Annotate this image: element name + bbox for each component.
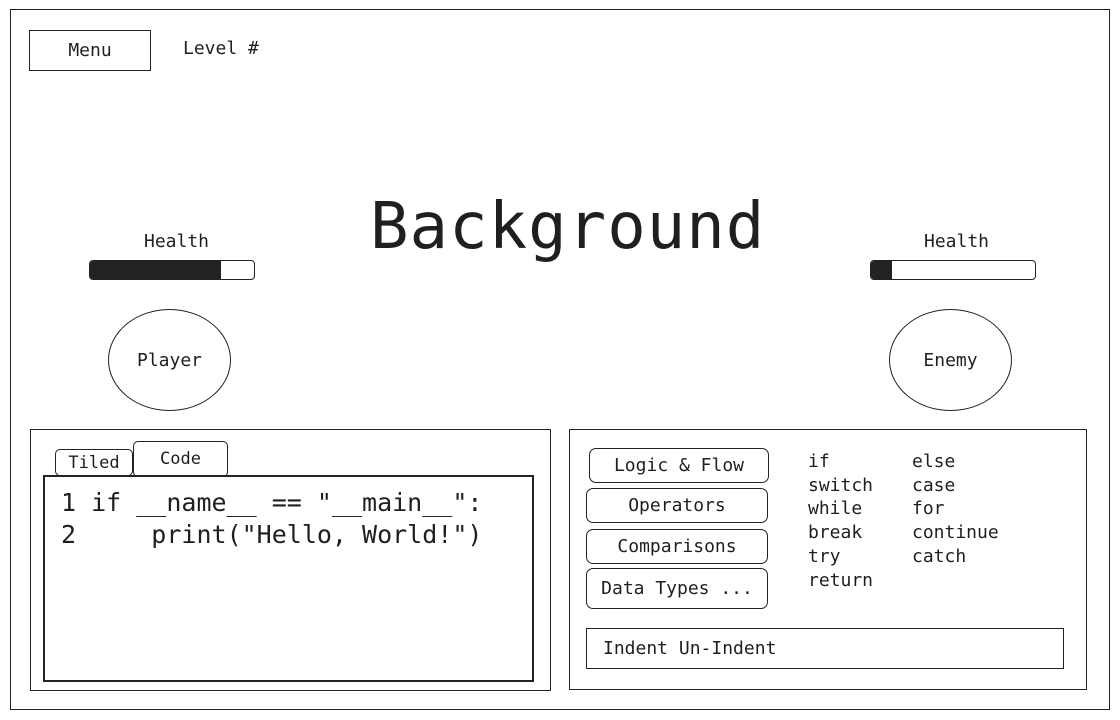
keyword-item[interactable]: for (912, 498, 945, 520)
keyword-item[interactable]: if (808, 451, 830, 472)
code-line: 1 if __name__ == "__main__": (61, 488, 483, 517)
enemy-health-bar (870, 260, 1036, 280)
keyword-item[interactable]: return (808, 569, 874, 591)
category-comparisons-button[interactable]: Comparisons (586, 529, 768, 564)
keyword-item[interactable]: break (808, 522, 863, 544)
indent-toolbar: Indent Un-Indent (586, 628, 1064, 669)
code-line: 2 print("Hello, World!") (61, 520, 483, 549)
tab-code[interactable]: Code (133, 441, 228, 477)
level-indicator: Level # (183, 38, 259, 59)
keyword-item[interactable]: continue (912, 522, 999, 544)
game-window (10, 9, 1110, 710)
code-editor[interactable]: 1 if __name__ == "__main__": 2 print("Hel… (43, 475, 534, 682)
unindent-button[interactable]: Un-Indent (678, 638, 777, 659)
keyword-item[interactable]: while (808, 498, 863, 520)
enemy-character[interactable]: Enemy (889, 309, 1012, 411)
enemy-health-label: Health (924, 231, 990, 252)
keyword-item[interactable]: try (808, 545, 841, 567)
menu-button[interactable]: Menu (29, 30, 151, 71)
enemy-name: Enemy (923, 349, 978, 371)
keyword-item[interactable]: switch (808, 474, 874, 496)
category-operators-button[interactable]: Operators (586, 488, 768, 523)
player-health-fill (90, 261, 222, 279)
category-data-types-button[interactable]: Data Types ... (586, 568, 768, 609)
player-character[interactable]: Player (108, 309, 231, 411)
player-health-label: Health (144, 231, 210, 252)
keyword-column-1: if switch while break try return (808, 450, 873, 592)
enemy-health-fill (871, 261, 893, 279)
keyword-item[interactable]: else (912, 451, 956, 472)
background-placeholder: Background (370, 190, 766, 264)
keyword-column-2: else case for continue catch (912, 450, 999, 569)
category-logic-flow-button[interactable]: Logic & Flow (589, 448, 769, 483)
player-name: Player (136, 349, 203, 371)
player-health-bar (89, 260, 255, 280)
tab-tiled[interactable]: Tiled (55, 449, 133, 476)
keyword-item[interactable]: case (912, 474, 956, 496)
indent-button[interactable]: Indent (603, 638, 669, 659)
keyword-item[interactable]: catch (912, 545, 967, 567)
